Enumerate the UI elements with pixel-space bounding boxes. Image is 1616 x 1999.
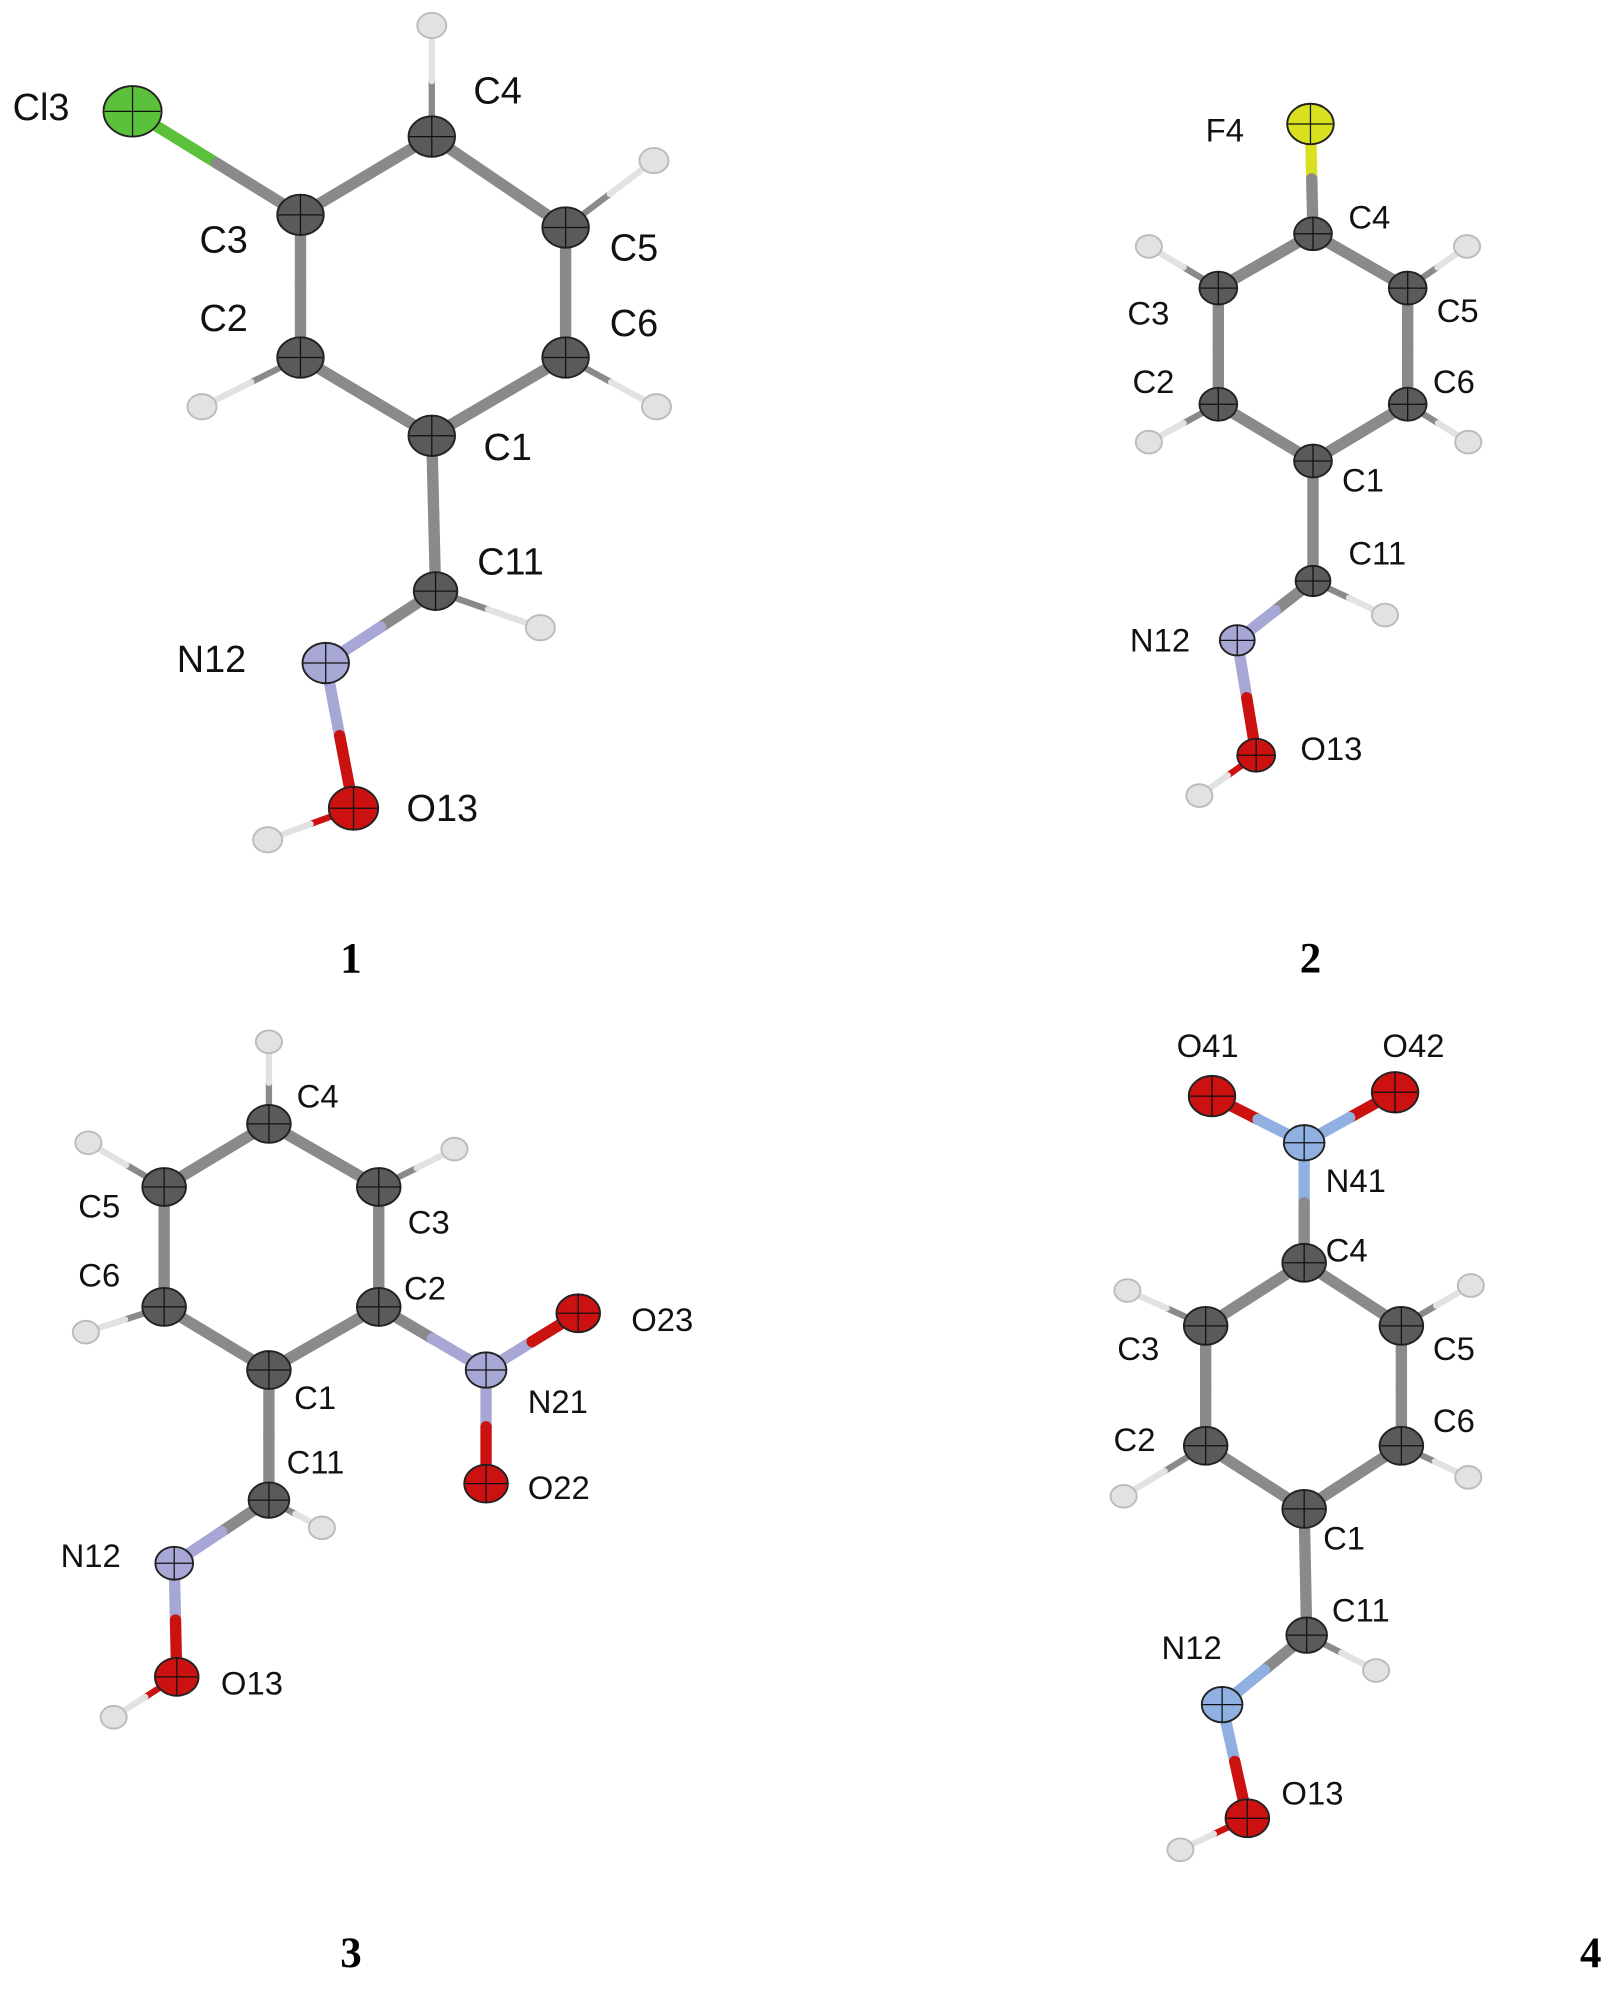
atom-label: C4 bbox=[297, 1077, 339, 1114]
atom-h6-ellipsoid bbox=[71, 1319, 100, 1345]
atom-label: O13 bbox=[1281, 1774, 1343, 1811]
compound-number: 3 bbox=[340, 1930, 361, 1977]
atom-label: N12 bbox=[177, 639, 246, 681]
atom-label: Cl3 bbox=[13, 87, 70, 129]
compound-number: 1 bbox=[340, 935, 361, 982]
atom-h5-ellipsoid bbox=[1453, 234, 1482, 259]
atom-h13-ellipsoid bbox=[1166, 1837, 1195, 1863]
atom-h11-ellipsoid bbox=[1370, 602, 1399, 628]
atom-label: O13 bbox=[1300, 730, 1362, 767]
atom-h2-ellipsoid bbox=[1109, 1483, 1138, 1509]
atom-h11-ellipsoid bbox=[307, 1515, 336, 1541]
atom-h5-ellipsoid bbox=[1456, 1273, 1485, 1298]
atom-label: N12 bbox=[61, 1537, 121, 1574]
atom-label: C5 bbox=[78, 1187, 120, 1224]
atom-label: O13 bbox=[221, 1665, 283, 1702]
atom-h13-ellipsoid bbox=[99, 1704, 128, 1730]
atom-h3-ellipsoid bbox=[440, 1136, 469, 1162]
atom-label: C3 bbox=[1117, 1330, 1159, 1367]
atom-label: C1 bbox=[1323, 1519, 1365, 1556]
atom-label: O13 bbox=[407, 788, 479, 830]
atom-h11-ellipsoid bbox=[1362, 1658, 1391, 1683]
atom-label: N21 bbox=[528, 1383, 588, 1420]
atom-h4-ellipsoid bbox=[254, 1029, 283, 1055]
atom-label: N41 bbox=[1326, 1162, 1386, 1199]
atom-h2-ellipsoid bbox=[1134, 429, 1163, 455]
atom-label: N12 bbox=[1130, 622, 1190, 659]
atom-h3-ellipsoid bbox=[1113, 1278, 1142, 1303]
atom-label: C2 bbox=[1114, 1421, 1156, 1458]
atom-label: C6 bbox=[78, 1257, 120, 1294]
atom-h2-ellipsoid bbox=[186, 393, 218, 421]
atom-h13-ellipsoid bbox=[1185, 783, 1214, 808]
atom-label: C5 bbox=[1437, 292, 1479, 329]
atom-label: C11 bbox=[1332, 1591, 1390, 1628]
atom-label: O22 bbox=[528, 1469, 590, 1506]
compound-number: 2 bbox=[1300, 935, 1321, 982]
atom-label: C5 bbox=[610, 227, 658, 269]
atom-h4-ellipsoid bbox=[416, 11, 448, 40]
atom-h5-ellipsoid bbox=[74, 1130, 103, 1156]
atom-label: C4 bbox=[1348, 199, 1390, 236]
atom-h5-ellipsoid bbox=[638, 146, 670, 175]
atom-label: C11 bbox=[1348, 535, 1406, 572]
atom-label: F4 bbox=[1206, 112, 1244, 149]
atom-label: C1 bbox=[484, 427, 532, 469]
atom-label: N12 bbox=[1161, 1629, 1221, 1666]
atom-label: O23 bbox=[631, 1301, 693, 1338]
atom-label: O42 bbox=[1382, 1027, 1444, 1064]
atom-label: C6 bbox=[610, 303, 658, 345]
atom-h6-ellipsoid bbox=[1454, 1465, 1483, 1490]
atom-label: C3 bbox=[408, 1204, 450, 1241]
atom-h11-ellipsoid bbox=[524, 614, 556, 642]
atom-label: C1 bbox=[294, 1379, 336, 1416]
atom-label: C1 bbox=[1342, 461, 1384, 498]
atom-label: O41 bbox=[1177, 1027, 1239, 1064]
atom-label: C2 bbox=[199, 298, 247, 340]
atom-label: C4 bbox=[473, 71, 521, 113]
atom-label: C3 bbox=[1127, 295, 1169, 332]
atom-label: C6 bbox=[1433, 363, 1475, 400]
atom-label: C11 bbox=[477, 542, 544, 584]
atom-label: C11 bbox=[287, 1444, 345, 1481]
atom-label: C6 bbox=[1433, 1402, 1475, 1439]
atom-label: C3 bbox=[199, 220, 247, 262]
atom-label: C4 bbox=[1326, 1231, 1368, 1268]
atom-h13-ellipsoid bbox=[252, 826, 284, 854]
atom-label: C2 bbox=[404, 1269, 446, 1306]
atom-label: C2 bbox=[1132, 363, 1174, 400]
atom-h3-ellipsoid bbox=[1134, 234, 1163, 259]
atom-label: C5 bbox=[1433, 1330, 1475, 1367]
compound-number: 4 bbox=[1580, 1930, 1601, 1977]
atom-h6-ellipsoid bbox=[641, 393, 672, 421]
atom-h6-ellipsoid bbox=[1454, 429, 1483, 455]
